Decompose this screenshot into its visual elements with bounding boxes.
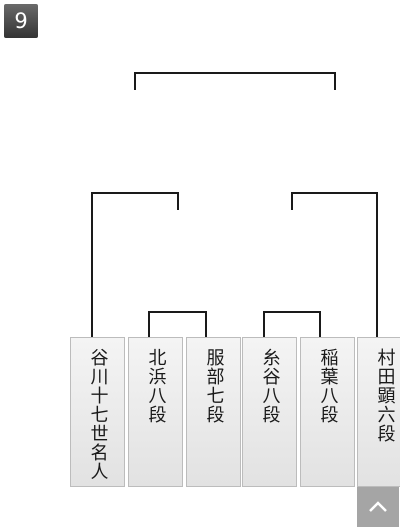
player-name: 谷川十七世名人: [87, 348, 109, 481]
final-bracket-line: [134, 72, 336, 90]
round-number-badge: 9: [4, 4, 38, 38]
first-round-line-left: [148, 311, 207, 337]
player-name: 村田顕六段: [374, 348, 396, 443]
player-card[interactable]: 糸谷八段: [242, 337, 297, 487]
player-name: 糸谷八段: [259, 348, 281, 424]
right-semifinal-line: [291, 192, 378, 337]
chevron-up-icon: [369, 501, 387, 512]
player-name: 北浜八段: [145, 348, 167, 424]
player-card[interactable]: 谷川十七世名人: [70, 337, 125, 487]
player-card[interactable]: 村田顕六段: [357, 337, 400, 487]
player-name: 服部七段: [203, 348, 225, 424]
player-name: 稲葉八段: [317, 348, 339, 424]
scroll-to-top-button[interactable]: [357, 487, 399, 527]
player-card[interactable]: 服部七段: [186, 337, 241, 487]
player-card[interactable]: 稲葉八段: [300, 337, 355, 487]
first-round-line-right: [263, 311, 321, 337]
player-card[interactable]: 北浜八段: [128, 337, 183, 487]
left-semifinal-line: [91, 192, 179, 337]
